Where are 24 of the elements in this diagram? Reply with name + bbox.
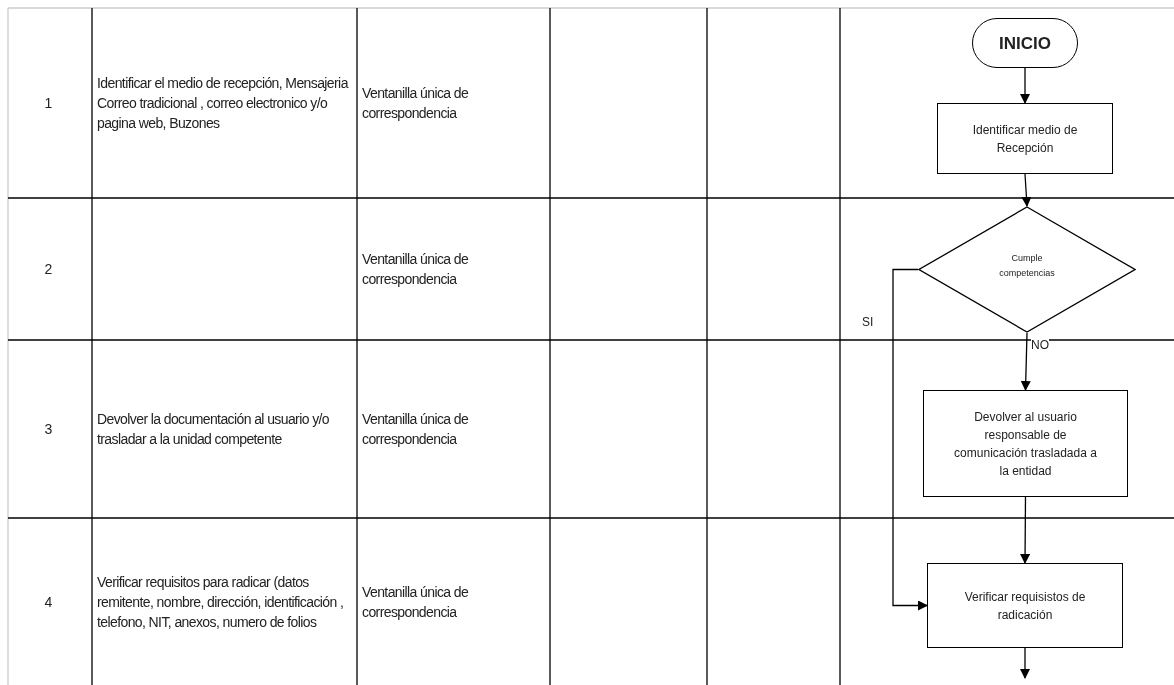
responsible-unit: Ventanilla única de correspondencia	[362, 410, 470, 449]
process-box: Devolver al usuario responsable de comunicación trasladada a la entidad	[923, 390, 1128, 497]
responsible-unit: Ventanilla única de correspondencia	[362, 582, 470, 622]
process-box: Verificar requisistos de radicación	[927, 563, 1123, 648]
decision-diamond: Cumple competencias	[918, 206, 1136, 333]
arrow	[1020, 496, 1031, 564]
activity-description: Identificar el medio de recepción, Mensajeria Correo tradicional , correo electronico y/o pagina web, Buzones	[97, 74, 350, 133]
arrow	[1020, 332, 1031, 391]
start-terminator: INICIO	[972, 18, 1078, 68]
arrow	[1021, 173, 1032, 207]
arrow	[892, 268, 928, 611]
arrow	[1020, 647, 1030, 679]
activity-description: Verificar requisitos para radicar (datos remitente, nombre, dirección, identificación , telefono, NIT, anexos, numero de folios	[97, 572, 345, 632]
responsible-unit: Ventanilla única de correspondencia	[362, 84, 470, 123]
activity-description: Devolver la documentación al usuario y/o trasladar a la unidad competente	[97, 410, 331, 449]
arrow	[1020, 67, 1030, 104]
step-number: 3	[43, 420, 53, 439]
step-number: 2	[43, 260, 53, 279]
step-number: 4	[43, 592, 53, 612]
step-number: 1	[43, 94, 53, 113]
process-box: Identificar medio de Recepción	[937, 103, 1113, 174]
edge-label: NO	[1031, 338, 1049, 352]
responsible-unit: Ventanilla única de correspondencia	[362, 250, 470, 289]
edge-label: SI	[862, 315, 874, 329]
